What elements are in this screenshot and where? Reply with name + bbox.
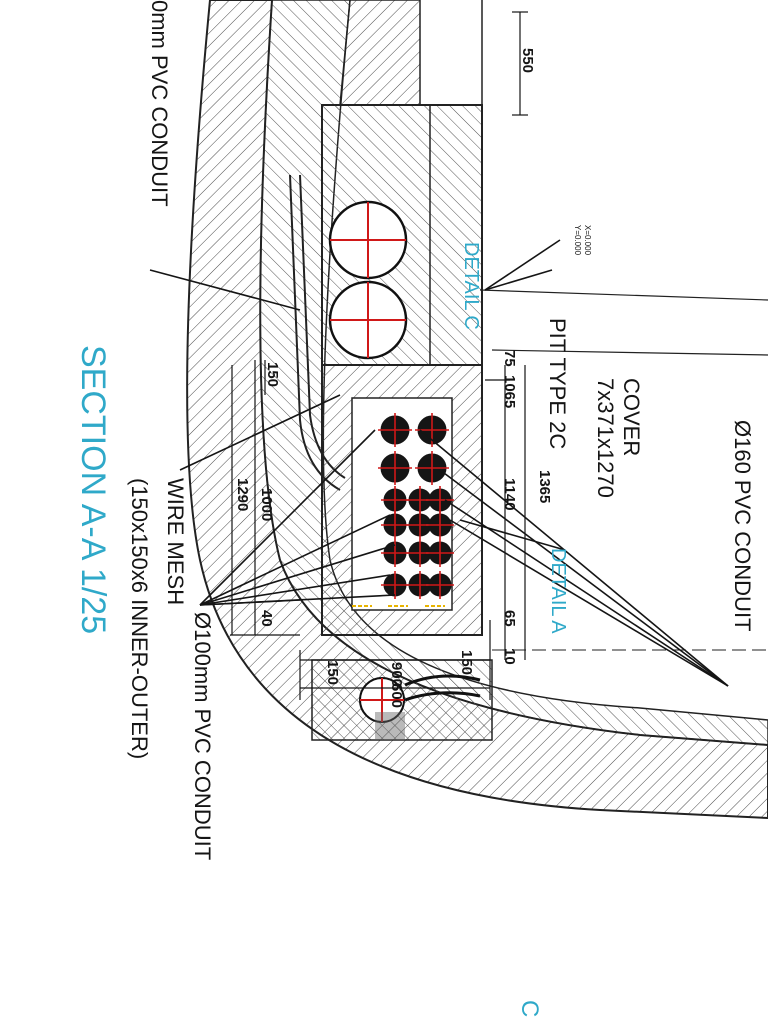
coord-y: Y=0.000 [573,225,582,256]
wire-mesh-spec: (150x150x6 INNER-OUTER) [127,478,152,759]
dim-150-top: 150 [264,362,281,387]
conduit-top-left-label: 0mm PVC CONDUIT [147,0,172,207]
dim-550: 550 [519,48,536,73]
corner-mark: C [516,1000,543,1017]
conduit-160-label: Ø160 PVC CONDUIT [730,420,755,632]
dim-1365: 1365 [536,470,553,503]
cover-title: COVER [619,378,644,456]
top-wedge [339,0,421,106]
cover-size: 7x371x1270 [593,378,618,498]
dim-900: 900 [388,662,405,687]
detail-a-label: DETAIL A [547,548,569,634]
detail-c-label: DETAIL C [460,242,482,330]
dim-10: 10 [501,648,518,665]
coord-x: X=0.000 [583,225,592,256]
dim-75: 75 [501,350,518,367]
wire-mesh-title: WIRE MESH [163,478,188,605]
dim-150-b: 150 [458,650,475,675]
leader-lines [149,239,729,687]
dim-1065: 1065 [501,375,518,408]
dim-1140: 1140 [501,478,518,511]
conduit-100-label: Ø100mm PVC CONDUIT [190,612,215,860]
pit-conduit-grid [378,413,454,599]
section-title: SECTION A-A 1/25 [74,345,112,634]
dim-150-a: 150 [324,660,341,685]
large-conduits [328,200,408,360]
dim-1290: 1290 [234,478,251,511]
dim-65: 65 [501,610,518,627]
pit-type-label: PIT TYPE 2C [545,318,570,449]
dim-1000: 1000 [258,488,275,521]
dim-600: 600 [388,683,405,708]
dim-40: 40 [258,610,275,627]
dimension-lines [230,11,528,700]
